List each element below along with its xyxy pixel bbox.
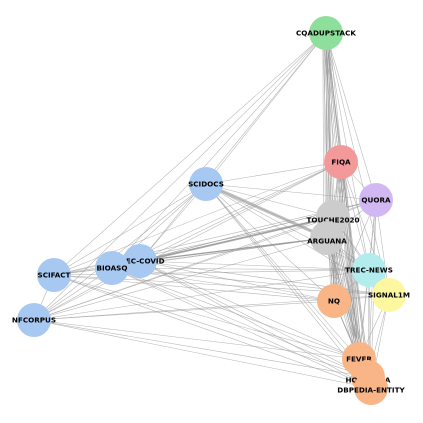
edge-nq-nfcorpus [33, 300, 335, 321]
edge-fiqa-scidocs [205, 161, 342, 185]
node-nfcorpus[interactable]: NFCORPUS [12, 303, 56, 337]
edge-bundle-scidocs-arguana-4 [209, 183, 331, 239]
node-trec-covid[interactable]: TREC-COVID [115, 244, 165, 278]
edge-bundle-scidocs-arguana-3 [207, 183, 329, 239]
nodes-layer: CQADUPSTACK FIQA SCIDOCS QUORA TOUCHE2020ARG… [12, 16, 410, 405]
node-trec-news[interactable]: TREC-NEWS [345, 253, 393, 287]
node-circle-dbpedia-entity [354, 371, 388, 405]
edge-fiqa-trec-covid [139, 161, 342, 262]
node-label-fiqa: FIQA [331, 158, 351, 167]
edge-cqadupstack-trec-covid [139, 32, 327, 262]
node-label-trec-news: TREC-NEWS [345, 266, 393, 275]
node-circle-scifact [37, 258, 71, 292]
edge-cqadupstack-scidocs [205, 32, 327, 185]
edge-cqadupstack-bioasq [111, 32, 327, 269]
node-cqadupstack[interactable]: CQADUPSTACK [296, 16, 356, 50]
node-label-cqadupstack: CQADUPSTACK [296, 29, 356, 38]
node-label-nfcorpus: NFCORPUS [12, 316, 56, 325]
edge-bundle-fiqa-fever-3 [342, 161, 361, 360]
node-circle-scidocs [189, 167, 223, 201]
edge-bioasq-dbpedia-entity [111, 267, 372, 389]
node-quora[interactable]: QUORA [359, 183, 393, 217]
node-bioasq[interactable]: BIOASQ [95, 251, 129, 285]
node-circle-signal1m [372, 278, 406, 312]
node-circle-bioasq [95, 251, 129, 285]
edge-scidocs-nfcorpus [33, 183, 207, 321]
edge-fiqa-nfcorpus [33, 161, 342, 321]
edge-trec-covid-hotpotqa [139, 260, 369, 378]
node-label-nq: NQ [328, 297, 340, 306]
edge-scifact-dbpedia-entity [53, 274, 372, 389]
node-label-scifact: SCIFACT [38, 271, 71, 280]
node-label-scidocs: SCIDOCS [188, 180, 224, 189]
edge-nfcorpus-dbpedia-entity [33, 319, 372, 389]
node-circle-quora [359, 183, 393, 217]
edge-trec-covid-nq [139, 260, 335, 302]
node-circle-arguana [310, 221, 344, 255]
node-scifact[interactable]: SCIFACT [37, 258, 71, 292]
node-circle-trec-news [352, 253, 386, 287]
edge-scifact-fever [53, 274, 360, 360]
node-circle-nfcorpus [17, 303, 51, 337]
edge-cqadupstack-quora [325, 32, 377, 201]
node-circle-cqadupstack [309, 16, 343, 50]
edge-bundle-scidocs-arguana-1 [204, 183, 326, 239]
edge-bioasq-hotpotqa [111, 267, 369, 378]
node-label-arguana: ARGUANA [307, 237, 347, 246]
edges-layer [33, 32, 390, 389]
node-label-signal1m: SIGNAL1M [368, 291, 410, 300]
edge-cqadupstack-scifact [53, 32, 327, 276]
node-label-quora: QUORA [361, 196, 391, 205]
edge-bundle-scidocs-arguana-0 [202, 183, 324, 239]
node-label-touche2020: TOUCHE2020 [306, 216, 359, 225]
edge-scidocs-scifact [53, 183, 207, 276]
node-label-dbpedia-entity: DBPEDIA-ENTITY [337, 386, 405, 395]
edge-cqadupstack-nfcorpus [33, 32, 327, 321]
edge-bundle-trec-covid-arguana-4 [143, 237, 331, 262]
edge-bundle-fiqa-fever-4 [343, 161, 363, 360]
node-circle-trec-covid [123, 244, 157, 278]
node-label-trec-covid: TREC-COVID [115, 257, 164, 266]
edge-scifact-hotpotqa [53, 274, 369, 378]
node-fiqa[interactable]: FIQA [324, 145, 358, 179]
node-dbpedia-entity[interactable]: DBPEDIA-ENTITY [337, 371, 406, 405]
edge-trec-news-nfcorpus [33, 269, 370, 321]
edge-trec-covid-trec-news [139, 260, 370, 271]
node-signal1m[interactable]: SIGNAL1M [368, 278, 410, 312]
edge-bioasq-fever [111, 267, 360, 360]
edge-scidocs-hotpotqa [205, 183, 369, 378]
edge-nfcorpus-fever [33, 319, 360, 360]
edge-nfcorpus-hotpotqa [33, 319, 369, 378]
edge-bundle-scidocs-arguana-2 [205, 183, 328, 239]
node-circle-nq [317, 284, 351, 318]
node-nq[interactable]: NQ [317, 284, 351, 318]
node-label-bioasq: BIOASQ [97, 264, 128, 273]
edge-scidocs-nq [205, 183, 335, 302]
node-label-fever: FEVER [346, 355, 372, 364]
edge-scidocs-touche2020 [205, 183, 334, 218]
node-arguana[interactable]: ARGUANA [307, 221, 347, 255]
node-circle-fiqa [324, 145, 358, 179]
node-scidocs[interactable]: SCIDOCS [188, 167, 224, 201]
